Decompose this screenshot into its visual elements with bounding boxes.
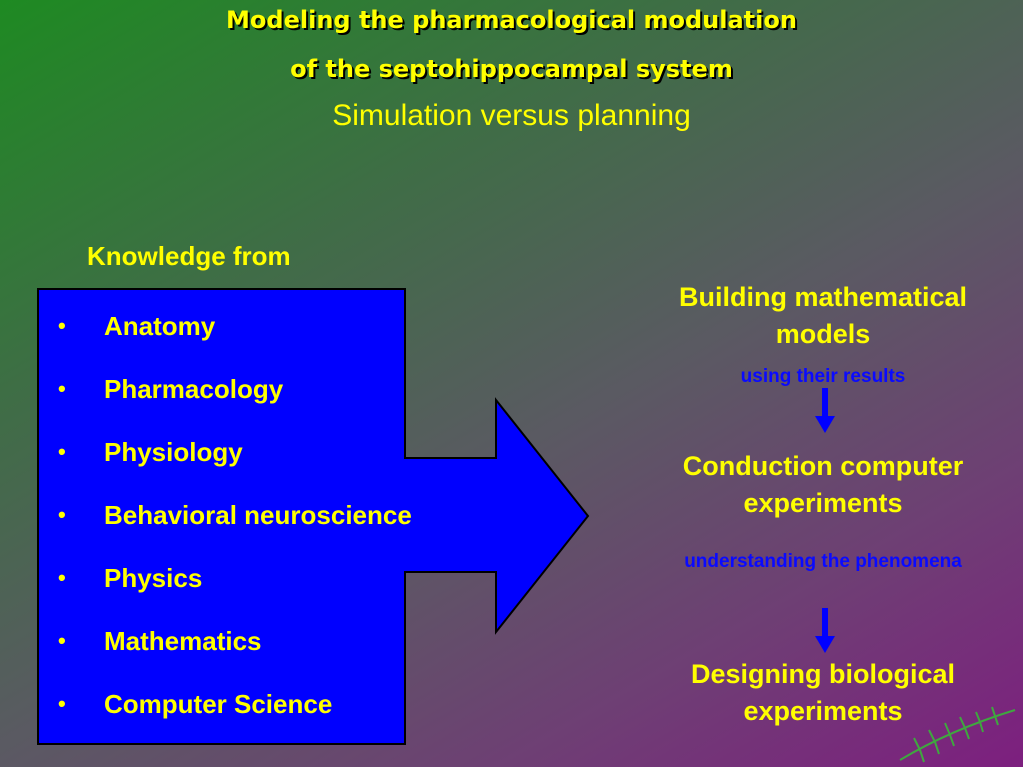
knowledge-item: • Physiology bbox=[52, 432, 412, 495]
down-arrow-icon bbox=[815, 388, 835, 433]
knowledge-item-label: Computer Science bbox=[104, 689, 333, 719]
knowledge-label: Knowledge from bbox=[87, 241, 291, 271]
knowledge-item-label: Physics bbox=[104, 563, 203, 593]
knowledge-item-label: Pharmacology bbox=[104, 374, 284, 404]
knowledge-item-label: Behavioral neuroscience bbox=[104, 500, 412, 530]
knowledge-item: • Anatomy bbox=[52, 306, 412, 369]
knowledge-item: • Pharmacology bbox=[52, 369, 412, 432]
knowledge-list: • Anatomy • Pharmacology • Physiology • Beha… bbox=[52, 306, 412, 747]
step-computer-experiments: Conduction computer experiments bbox=[682, 451, 964, 518]
subtitle: Simulation versus planning bbox=[332, 99, 691, 132]
fern-leaf-icon bbox=[899, 706, 1016, 763]
bullet: • bbox=[58, 628, 66, 653]
bullet: • bbox=[58, 691, 66, 716]
step-building-models: Building mathematical models bbox=[678, 282, 968, 349]
link-using-results: using their results bbox=[740, 366, 906, 387]
knowledge-item: • Mathematics bbox=[52, 621, 412, 684]
knowledge-item-label: Anatomy bbox=[104, 311, 216, 341]
bullet: • bbox=[58, 313, 66, 338]
knowledge-item: • Behavioral neuroscience bbox=[52, 495, 412, 558]
down-arrow-icon bbox=[815, 608, 835, 653]
step-biological-experiments: Designing biological experiments bbox=[690, 659, 955, 726]
bullet: • bbox=[58, 502, 66, 527]
title-line-1: Modeling the pharmacological modulation bbox=[226, 6, 797, 34]
link-understanding: understanding the phenomena bbox=[684, 551, 962, 572]
title-line-2: of the septohippocampal system bbox=[290, 55, 733, 83]
bullet: • bbox=[58, 376, 66, 401]
knowledge-item: • Computer Science bbox=[52, 684, 412, 747]
bullet: • bbox=[58, 565, 66, 590]
bullet: • bbox=[58, 439, 66, 464]
knowledge-item: • Physics bbox=[52, 558, 412, 621]
knowledge-arrow-shape bbox=[37, 288, 590, 745]
knowledge-item-label: Mathematics bbox=[104, 626, 262, 656]
knowledge-item-label: Physiology bbox=[104, 437, 243, 467]
